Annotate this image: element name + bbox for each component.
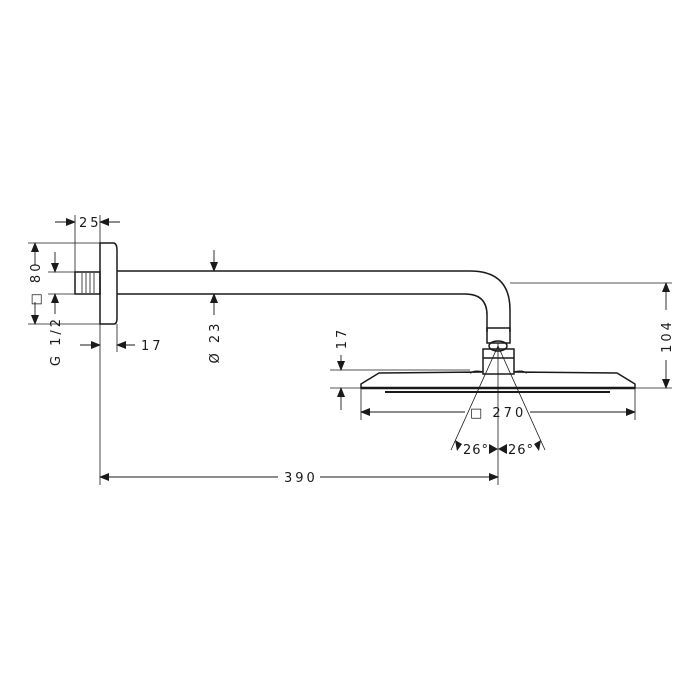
dim-flange-offset: 17	[141, 339, 164, 354]
dim-drop-height: 104	[660, 319, 675, 353]
dim-arm-diameter: Ø 23	[208, 321, 223, 364]
dim-flange-square: □ 80	[29, 261, 44, 306]
dim-flange-depth: 25	[79, 216, 102, 231]
dim-spray-angle-right: 26°	[508, 443, 534, 458]
dim-arm-length: 390	[284, 471, 318, 486]
dim-spray-angle-left: 26°	[463, 443, 489, 458]
dimension-lines	[31, 218, 670, 481]
dim-thread: G 1/2	[49, 316, 64, 366]
dim-head-height: 17	[335, 327, 350, 350]
dim-head-square: □ 270	[470, 406, 526, 421]
shower-arm	[117, 270, 511, 344]
wall-flange	[74, 242, 118, 325]
extension-lines	[28, 215, 672, 485]
